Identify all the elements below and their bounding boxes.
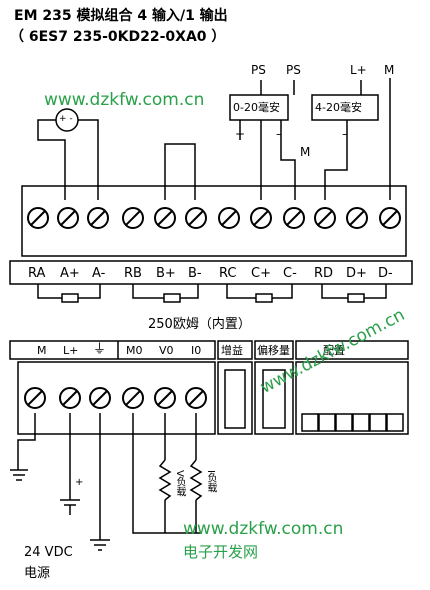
- config-label: 配置: [323, 344, 345, 357]
- bottom-screw-3[interactable]: [89, 387, 111, 409]
- power-label-m: M: [37, 344, 47, 357]
- supply-text-label: 电源: [24, 566, 51, 581]
- bottom-screw-2[interactable]: [59, 387, 81, 409]
- terminal-label-b-plus: B+: [156, 266, 176, 281]
- minus-label-2: –: [342, 127, 348, 141]
- bottom-screw-5[interactable]: [154, 387, 176, 409]
- output-label-v0: V0: [159, 344, 174, 357]
- ground-icon: ⏚: [93, 342, 107, 357]
- m-mid-label: M: [300, 145, 311, 159]
- i-load-label: I负载: [205, 470, 216, 493]
- terminal-label-b-minus: B-: [188, 266, 202, 281]
- top-screw-8[interactable]: [250, 207, 272, 229]
- terminal-label-ra: RA: [28, 266, 46, 281]
- module-title: EM 235 模拟组合 4 输入/1 输出: [14, 8, 228, 24]
- supply-voltage-label: 24 VDC: [24, 545, 73, 560]
- bottom-terminal-block: [17, 361, 216, 435]
- watermark-bottom: www.dzkfw.com.cn: [183, 519, 344, 539]
- terminal-label-d-plus: D+: [346, 266, 367, 281]
- offset-label: 偏移量: [257, 344, 290, 357]
- top-screw-5[interactable]: [154, 207, 176, 229]
- resistor-note: 250欧姆（内置）: [148, 317, 251, 332]
- top-screw-3[interactable]: [87, 207, 109, 229]
- top-screw-2[interactable]: [57, 207, 79, 229]
- terminal-label-rb: RB: [124, 266, 142, 281]
- input-label-strip: [9, 260, 413, 285]
- ps-label-1: PS: [251, 63, 266, 77]
- bottom-screw-1[interactable]: [24, 387, 46, 409]
- gain-label: 增益: [221, 344, 243, 357]
- terminal-label-rc: RC: [219, 266, 237, 281]
- terminal-label-a-plus: A+: [60, 266, 80, 281]
- terminal-label-c-minus: C-: [283, 266, 297, 281]
- range-4-20-label: 4-20毫安: [315, 101, 362, 114]
- top-screw-10[interactable]: [314, 207, 336, 229]
- module-part-number: （ 6ES7 235-0KD22-0XA0 ）: [10, 29, 226, 45]
- terminal-label-c-plus: C+: [251, 266, 271, 281]
- top-screw-4[interactable]: [122, 207, 144, 229]
- top-screw-11[interactable]: [346, 207, 368, 229]
- top-screw-9[interactable]: [283, 207, 305, 229]
- terminal-label-rd: RD: [314, 266, 334, 281]
- top-screw-7[interactable]: [218, 207, 240, 229]
- top-terminal-block: [21, 185, 407, 257]
- output-label-i0: I0: [191, 344, 202, 357]
- minus-label-1: –: [276, 127, 282, 141]
- meter-polarity-label: + -: [59, 114, 73, 124]
- top-screw-1[interactable]: [27, 207, 49, 229]
- terminal-label-a-minus: A-: [92, 266, 106, 281]
- transmitter-4-20ma: [311, 94, 379, 121]
- bottom-screw-6[interactable]: [185, 387, 207, 409]
- range-0-20-label: 0-20毫安: [233, 101, 280, 114]
- top-screw-6[interactable]: [185, 207, 207, 229]
- watermark-bottom-cn: 电子开发网: [183, 543, 259, 561]
- ps-label-2: PS: [286, 63, 301, 77]
- v-load-label: V负载: [174, 470, 185, 497]
- supply-plus-label: +: [75, 477, 84, 488]
- plus-label: +: [235, 127, 246, 141]
- top-screw-12[interactable]: [379, 207, 401, 229]
- transmitter-0-20ma: [229, 94, 289, 121]
- power-label-l-plus: L+: [63, 344, 79, 357]
- terminal-label-d-minus: D-: [378, 266, 393, 281]
- output-label-m0: M0: [126, 344, 143, 357]
- l-plus-label: L+: [350, 63, 367, 77]
- watermark-top: www.dzkfw.com.cn: [44, 90, 205, 110]
- m-top-label: M: [384, 63, 395, 77]
- bottom-screw-4[interactable]: [122, 387, 144, 409]
